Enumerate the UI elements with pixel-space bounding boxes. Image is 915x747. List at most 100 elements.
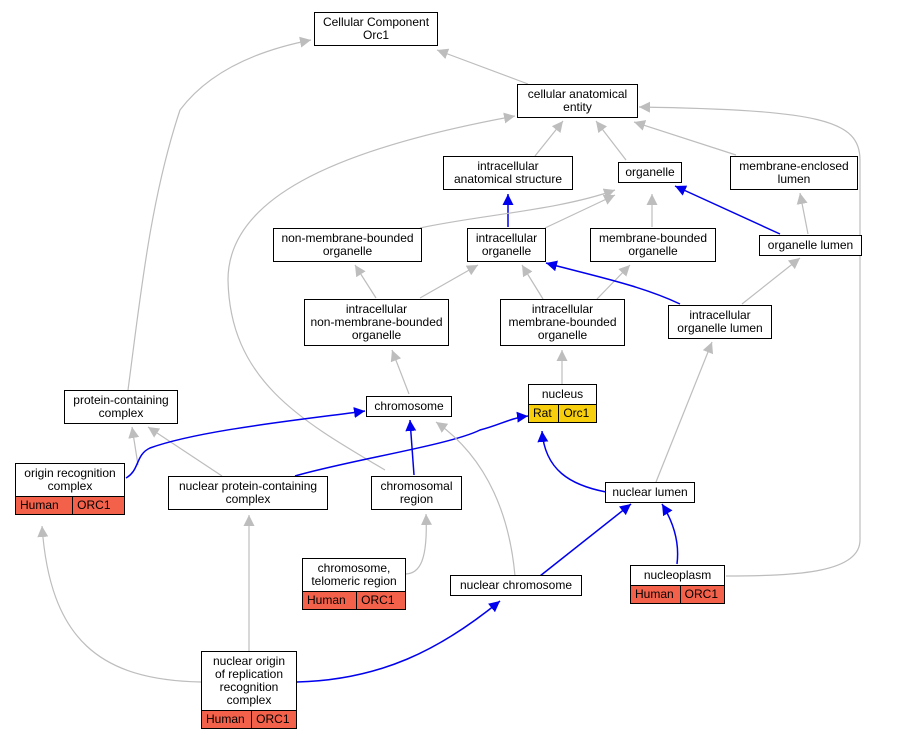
node-nucleoplasm[interactable]: nucleoplasm Human ORC1: [630, 565, 725, 604]
gene-tag: ORC1: [356, 592, 405, 609]
species-tags: Human ORC1: [631, 585, 724, 603]
node-label-line: organelle: [322, 244, 373, 258]
node-label-line: non-membrane-bounded: [310, 315, 443, 329]
edge-np-to-nl: [661, 503, 679, 565]
node-label-line: complex: [226, 693, 272, 707]
node-nuclear-lumen[interactable]: nuclear lumen: [605, 482, 695, 503]
edge-nl-to-nucleus: [537, 430, 607, 493]
edge-nmbo-to-organelle: [419, 188, 616, 229]
edge-ol-to-organelle: [674, 185, 781, 235]
node-label-line: nuclear origin: [212, 654, 286, 668]
node-label-line: organelle: [628, 244, 678, 258]
edge-pcc-to-cc: [127, 36, 312, 391]
node-label-line: chromosome,: [317, 561, 391, 575]
node-label-line: intracellular: [531, 302, 594, 316]
edge-imbo-to-mbo: [596, 264, 631, 300]
edge-iol-to-io: [545, 260, 681, 305]
node-label-line: non-membrane-bounded: [281, 231, 414, 245]
edge-io-to-organelle: [544, 194, 616, 229]
edge-nc-to-chromosome: [435, 421, 516, 577]
node-label-line: chromosomal: [380, 479, 453, 493]
node-label-line: protein-containing: [73, 393, 169, 407]
node-nuclear-chromosome[interactable]: nuclear chromosome: [450, 575, 582, 596]
node-label-line: region: [399, 492, 434, 506]
gene-tag: ORC1: [679, 586, 724, 603]
node-label-line: cellular anatomical: [527, 87, 628, 101]
edge-np-to-cae: [638, 101, 861, 577]
node-label-line: organelle: [481, 244, 532, 258]
species-tags: Human ORC1: [202, 710, 296, 728]
edge-iol-to-ol: [741, 257, 801, 305]
edge-inmbo-to-io: [419, 264, 479, 299]
edge-organelle-to-cae: [595, 120, 627, 161]
node-label-line: nuclear protein-containing: [178, 479, 318, 493]
species-tag: Human: [16, 497, 73, 514]
node-label-line: intracellular: [475, 231, 538, 245]
species-tag: Rat: [529, 405, 559, 422]
species-tag: Human: [631, 586, 680, 603]
node-chromosome[interactable]: chromosome: [366, 396, 452, 417]
gene-tag: ORC1: [72, 497, 124, 514]
node-label-line: complex: [225, 492, 271, 506]
node-label-line: complex: [98, 406, 144, 420]
species-tags: Rat Orc1: [529, 404, 597, 422]
edge-mel-to-cae: [633, 120, 737, 156]
edge-norc-to-orc: [37, 525, 202, 683]
species-tag: Human: [202, 711, 252, 728]
node-label-line: telomeric region: [311, 574, 397, 588]
species-tag: Human: [303, 592, 357, 609]
node-label-line: membrane-bounded: [508, 315, 617, 329]
node-label-line: anatomical structure: [453, 172, 563, 186]
node-label-line: origin recognition: [24, 466, 116, 480]
edge-cae-to-cc: [436, 48, 529, 85]
node-label-line: entity: [563, 100, 592, 114]
node-label-line: of replication: [214, 667, 284, 681]
node-label-line: membrane-bounded: [598, 231, 708, 245]
edge-orc-to-chromosome: [125, 407, 366, 479]
edge-orc-to-pcc: [128, 426, 140, 466]
node-label-line: organelle lumen: [677, 321, 763, 335]
node-label-line: lumen: [777, 172, 811, 186]
node-label-line: intracellular: [477, 159, 539, 173]
node-label-line: organelle: [351, 328, 402, 342]
edge-nl-to-iol: [655, 341, 714, 483]
node-chromosome-telomeric-region[interactable]: chromosome,telomeric region Human ORC1: [302, 558, 406, 610]
node-label-line: Orc1: [362, 28, 389, 42]
gene-tag: ORC1: [251, 711, 296, 728]
node-label-line: membrane-enclosed: [739, 159, 849, 173]
node-label-line: organelle: [537, 328, 588, 342]
edge-ias-to-cae: [534, 120, 564, 157]
edge-ctr-to-cr: [404, 513, 432, 575]
species-tags: Human ORC1: [16, 496, 124, 514]
node-label-line: intracellular: [345, 302, 408, 316]
gene-tag: Orc1: [558, 405, 597, 422]
edge-norc-to-nc: [296, 600, 501, 683]
node-organelle[interactable]: organelle: [618, 162, 682, 183]
node-nucleus[interactable]: nucleus Rat Orc1: [528, 384, 597, 423]
edge-npcc-to-nucleus: [294, 411, 529, 477]
node-label-line: complex: [47, 479, 93, 493]
node-label-line: recognition: [219, 680, 279, 694]
edge-cr-to-chromosome: [405, 419, 417, 476]
edge-nc-to-nl: [539, 503, 632, 577]
edge-ol-to-mel: [796, 192, 809, 235]
edge-imbo-to-io: [521, 264, 544, 300]
edge-inmbo-to-nmbo: [354, 264, 377, 299]
node-organelle-lumen[interactable]: organelle lumen: [759, 235, 862, 256]
